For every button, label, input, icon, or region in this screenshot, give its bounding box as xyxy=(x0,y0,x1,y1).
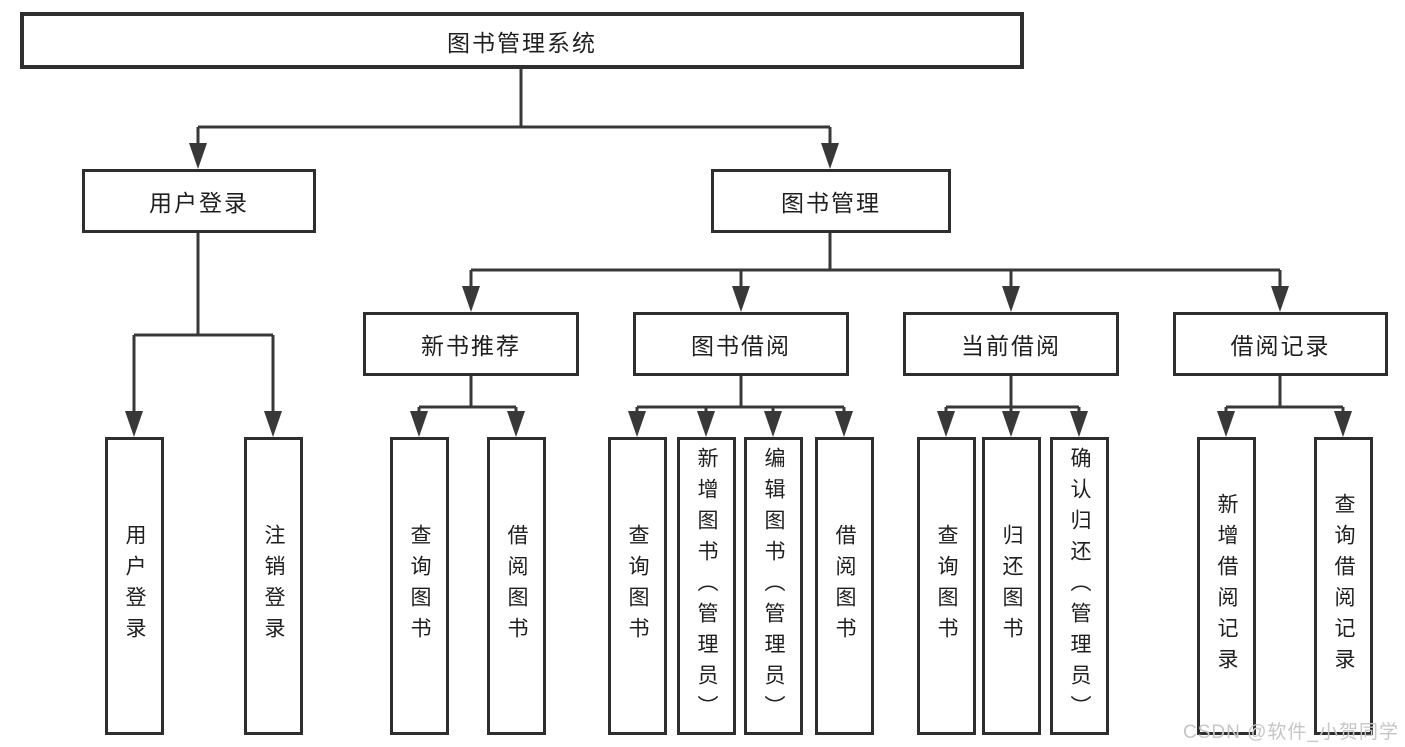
node-new-book-recommend: 新书推荐 xyxy=(363,312,579,376)
leaf-br-add-record: 新增借阅记录 xyxy=(1197,437,1256,735)
node-current-borrow: 当前借阅 xyxy=(903,312,1119,376)
arrow-down-icon xyxy=(697,411,715,437)
arrow-down-icon xyxy=(835,411,853,437)
arrow-down-icon xyxy=(462,286,480,312)
arrow-down-icon xyxy=(1002,411,1020,437)
leaf-cb-confirm-return-admin: 确认归还（管理员） xyxy=(1050,437,1109,735)
connectors-book-borrow xyxy=(628,376,853,437)
connectors-borrow-records xyxy=(1217,376,1352,437)
leaf-nb-query-books-label: 查询图书 xyxy=(408,524,431,648)
leaf-br-query-record-label: 查询借阅记录 xyxy=(1332,493,1355,679)
node-root-system: 图书管理系统 xyxy=(20,12,1024,69)
leaf-cb-return-books: 归还图书 xyxy=(982,437,1041,735)
leaf-bb-borrow-books: 借阅图书 xyxy=(815,437,874,735)
arrow-down-icon xyxy=(1271,286,1289,312)
arrow-down-icon xyxy=(1002,286,1020,312)
arrow-down-icon xyxy=(821,143,839,169)
leaf-br-add-record-label: 新增借阅记录 xyxy=(1215,493,1238,679)
leaf-bb-edit-books-admin-label: 编辑图书（管理员） xyxy=(762,446,785,726)
arrow-down-icon xyxy=(507,411,525,437)
arrow-down-icon xyxy=(937,411,955,437)
leaf-cb-query-books-label: 查询图书 xyxy=(935,524,958,648)
arrow-down-icon xyxy=(764,411,782,437)
connectors-new-book-recommend xyxy=(410,376,525,437)
arrow-down-icon xyxy=(1334,411,1352,437)
leaf-logout: 注销登录 xyxy=(244,437,303,735)
leaf-bb-query-books-label: 查询图书 xyxy=(626,524,649,648)
node-book-borrow: 图书借阅 xyxy=(633,312,849,376)
arrow-down-icon xyxy=(732,286,750,312)
connectors-user-login xyxy=(125,232,282,437)
arrow-down-icon xyxy=(189,143,207,169)
node-borrow-records: 借阅记录 xyxy=(1173,312,1388,376)
arrow-down-icon xyxy=(125,411,143,437)
leaf-bb-add-books-admin: 新增图书（管理员） xyxy=(677,437,736,735)
connectors-root xyxy=(189,68,839,169)
leaf-cb-confirm-return-admin-label: 确认归还（管理员） xyxy=(1068,446,1091,726)
leaf-cb-query-books: 查询图书 xyxy=(917,437,976,735)
node-user-login: 用户登录 xyxy=(82,169,316,233)
leaf-nb-borrow-books-label: 借阅图书 xyxy=(505,524,528,648)
connectors-book-management xyxy=(462,232,1289,312)
node-book-management: 图书管理 xyxy=(711,169,951,233)
leaf-user-login-label: 用户登录 xyxy=(123,524,146,648)
leaf-bb-borrow-books-label: 借阅图书 xyxy=(833,524,856,648)
arrow-down-icon xyxy=(1070,411,1088,437)
connectors-current-borrow xyxy=(937,376,1088,437)
arrow-down-icon xyxy=(410,411,428,437)
leaf-bb-add-books-admin-label: 新增图书（管理员） xyxy=(695,446,718,726)
csdn-watermark: CSDN @软件_小贺同学 xyxy=(1183,722,1399,743)
arrow-down-icon xyxy=(628,411,646,437)
leaf-cb-return-books-label: 归还图书 xyxy=(1000,524,1023,648)
arrow-down-icon xyxy=(264,411,282,437)
leaf-nb-borrow-books: 借阅图书 xyxy=(487,437,546,735)
leaf-logout-label: 注销登录 xyxy=(262,524,285,648)
leaf-nb-query-books: 查询图书 xyxy=(390,437,449,735)
leaf-br-query-record: 查询借阅记录 xyxy=(1314,437,1373,735)
leaf-user-login: 用户登录 xyxy=(105,437,164,735)
arrow-down-icon xyxy=(1217,411,1235,437)
leaf-bb-edit-books-admin: 编辑图书（管理员） xyxy=(744,437,803,735)
leaf-bb-query-books: 查询图书 xyxy=(608,437,667,735)
